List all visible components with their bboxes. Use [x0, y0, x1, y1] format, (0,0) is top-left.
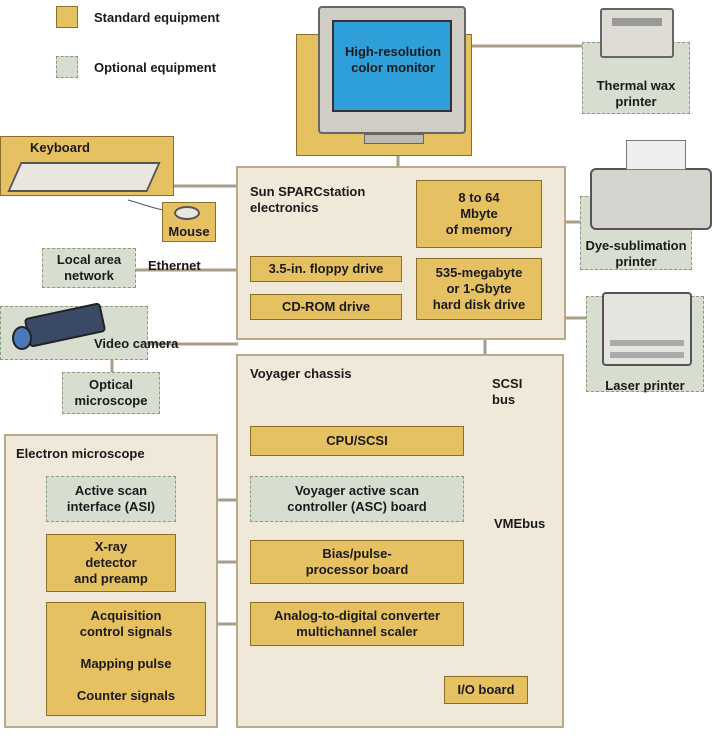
cdrom-drive-box: CD-ROM drive [250, 294, 402, 320]
scsi-bus-label: SCSI bus [492, 376, 523, 407]
optical-microscope-box: Optical microscope [62, 372, 160, 414]
monitor-stand [364, 134, 424, 144]
asc-board-box: Voyager active scan controller (ASC) boa… [250, 476, 464, 522]
legend-optional-label: Optional equipment [94, 60, 217, 75]
legend-standard-label: Standard equipment [94, 10, 220, 25]
monitor-screen [332, 20, 452, 112]
laser-printer-label: Laser printer [605, 378, 685, 393]
acquisition-label: Acquisition control signals [79, 608, 173, 639]
dye-printer-icon [590, 140, 712, 230]
asi-box: Active scan interface (ASI) [46, 476, 176, 522]
adc-box: Analog-to-digital converter multichannel… [250, 602, 464, 646]
video-camera-label: Video camera [94, 336, 179, 351]
dye-printer-label: Dye-sublimation printer [585, 238, 687, 269]
legend-optional-swatch [56, 56, 78, 78]
monitor-icon [318, 6, 466, 134]
counter-signals-label: Counter signals [76, 688, 176, 703]
thermal-printer-icon [600, 8, 674, 58]
sun-title: Sun SPARCstation electronics [250, 184, 366, 215]
electron-title: Electron microscope [16, 446, 145, 461]
keyboard-label: Keyboard [30, 140, 90, 155]
xray-detector-box: X-ray detector and preamp [46, 534, 176, 592]
voyager-title: Voyager chassis [250, 366, 352, 381]
ethernet-label: Ethernet [148, 258, 201, 273]
hard-disk-box: 535-megabyte or 1-Gbyte hard disk drive [416, 258, 542, 320]
lan-box: Local area network [42, 248, 136, 288]
monitor-label: High-resolution color monitor [344, 44, 442, 75]
cpu-scsi-box: CPU/SCSI [250, 426, 464, 456]
io-board-box: I/O board [444, 676, 528, 704]
mouse-icon [174, 206, 200, 220]
floppy-drive-box: 3.5-in. floppy drive [250, 256, 402, 282]
legend-standard-swatch [56, 6, 78, 28]
keyboard-icon [7, 162, 161, 192]
thermal-printer-label: Thermal wax printer [596, 78, 676, 109]
vmebus-label: VMEbus [494, 516, 546, 531]
mapping-pulse-label: Mapping pulse [80, 656, 172, 671]
bias-board-box: Bias/pulse- processor board [250, 540, 464, 584]
camera-lens-icon [12, 326, 32, 350]
memory-box: 8 to 64 Mbyte of memory [416, 180, 542, 248]
mouse-label: Mouse [168, 224, 210, 239]
signals-box [46, 602, 206, 716]
laser-printer-icon [602, 292, 692, 366]
